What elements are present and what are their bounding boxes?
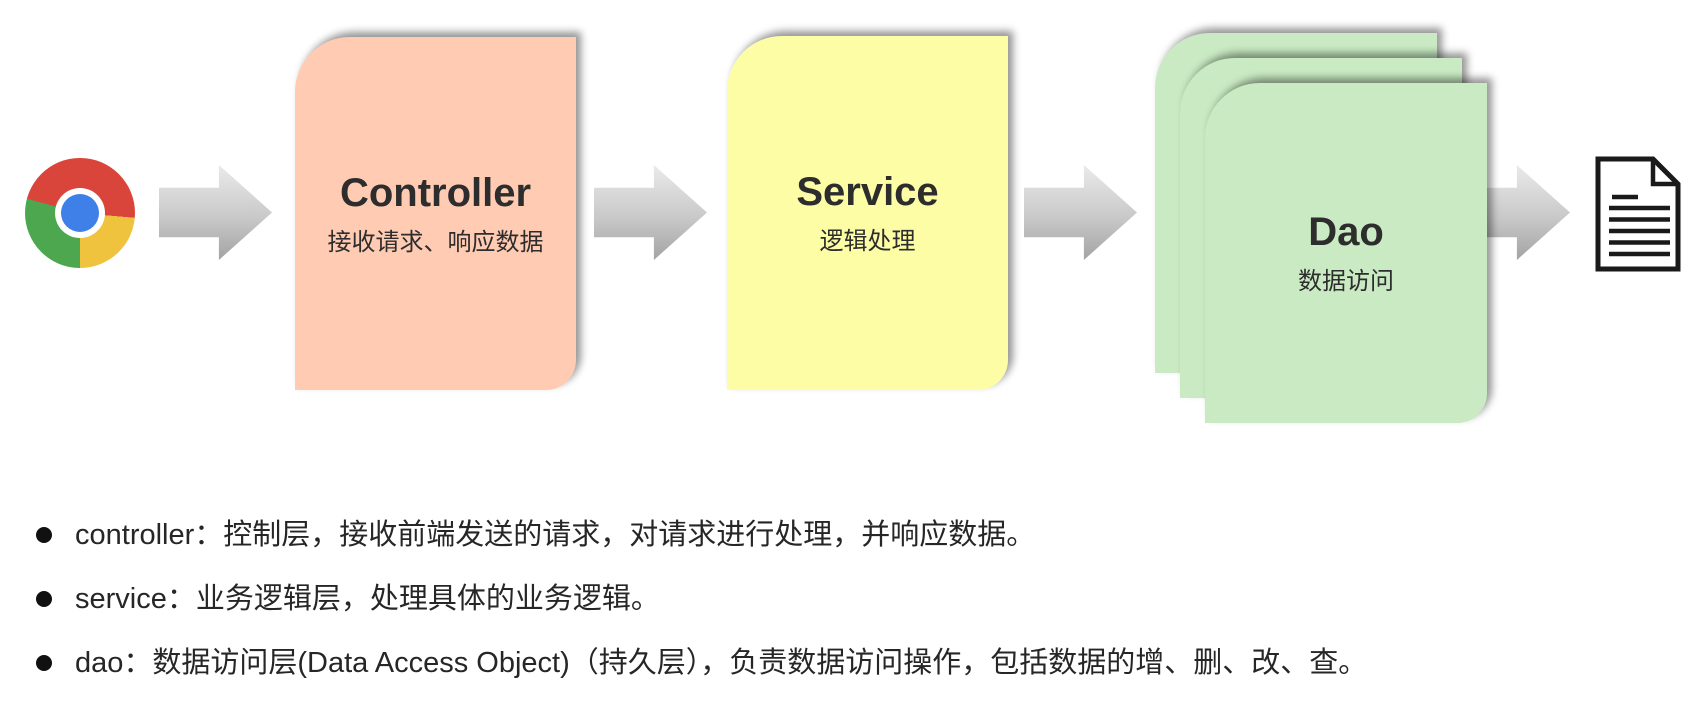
flow-arrow-service-to-dao	[1024, 165, 1137, 260]
flow-arrow-browser-to-controller	[159, 165, 272, 260]
document-icon-svg	[1595, 156, 1681, 272]
note-controller-text: controller：控制层，接收前端发送的请求，对请求进行处理，并响应数据。	[75, 519, 1036, 551]
service-card-subtitle: 逻辑处理	[819, 228, 916, 255]
note-controller: controller：控制层，接收前端发送的请求，对请求进行处理，并响应数据。	[36, 518, 1367, 552]
controller-card: Controller 接收请求、响应数据	[295, 37, 576, 390]
service-card: Service 逻辑处理	[727, 36, 1008, 390]
document-icon	[1593, 155, 1683, 273]
chrome-icon-blue-core	[61, 194, 99, 232]
note-service: service：业务逻辑层，处理具体的业务逻辑。	[36, 582, 1367, 616]
note-dao: dao：数据访问层(Data Access Object)（持久层），负责数据访…	[36, 646, 1367, 680]
dao-card-front: Dao 数据访问	[1205, 83, 1487, 423]
service-card-title: Service	[796, 170, 939, 214]
controller-card-subtitle: 接收请求、响应数据	[327, 228, 544, 256]
bullet-icon	[36, 655, 52, 671]
dao-card-stack: Dao 数据访问	[1155, 33, 1490, 425]
note-dao-text: dao：数据访问层(Data Access Object)（持久层），负责数据访…	[75, 647, 1368, 679]
chrome-browser-icon	[25, 158, 135, 268]
dao-card-title: Dao	[1308, 210, 1384, 254]
bullet-icon	[36, 527, 52, 543]
bullet-icon	[36, 591, 52, 607]
flow-arrow-controller-to-service	[594, 165, 707, 260]
controller-card-title: Controller	[339, 170, 532, 215]
dao-card-subtitle: 数据访问	[1298, 268, 1394, 295]
layer-notes-list: controller：控制层，接收前端发送的请求，对请求进行处理，并响应数据。 …	[36, 518, 1367, 710]
note-service-text: service：业务逻辑层，处理具体的业务逻辑。	[75, 583, 660, 615]
